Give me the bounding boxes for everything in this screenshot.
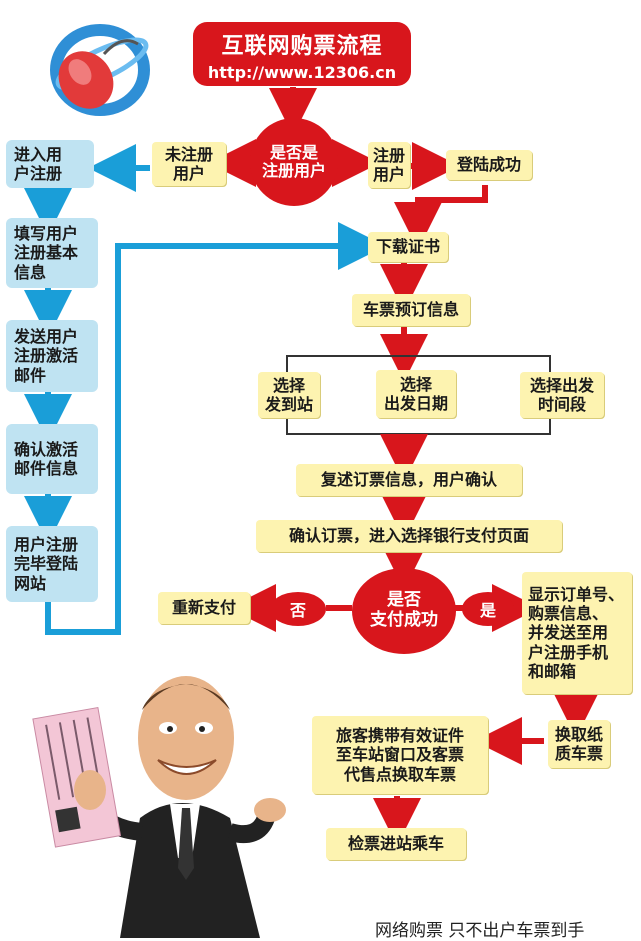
login-success-box: 登陆成功	[446, 150, 532, 180]
reg-step-confirm-email: 确认激活 邮件信息	[6, 424, 98, 494]
option-date: 选择 出发日期	[376, 370, 456, 418]
caption-text: 网络购票 只不出户车票到手	[375, 921, 585, 941]
title-main: 互联网购票流程	[221, 34, 383, 59]
reg-step-send-email: 发送用户 注册激活 邮件	[6, 320, 98, 392]
yes-label: 是	[462, 592, 514, 626]
booking-info-box: 车票预订信息	[352, 294, 470, 326]
option-station: 选择 发到站	[258, 372, 320, 418]
download-cert-box: 下载证书	[368, 232, 448, 262]
not-registered-label: 未注册 用户	[152, 142, 226, 186]
decision-registered: 是否是 注册用户	[250, 118, 338, 206]
option-time: 选择出发 时间段	[520, 372, 604, 418]
exchange-ticket-box: 换取纸 质车票	[548, 720, 610, 768]
no-label: 否	[270, 592, 326, 626]
reg-step-complete: 用户注册 完毕登陆 网站	[6, 526, 98, 602]
title-box: 互联网购票流程 http://www.12306.cn	[193, 22, 411, 86]
reg-step-fill-info: 填写用户 注册基本 信息	[6, 218, 98, 288]
bring-id-box: 旅客携带有效证件 至车站窗口及客票 代售点换取车票	[312, 716, 488, 794]
confirm-order-box: 确认订票，进入选择银行支付页面	[256, 520, 562, 552]
cartoon-man-illustration	[32, 676, 286, 938]
recap-box: 复述订票信息，用户确认	[296, 464, 522, 496]
show-order-box: 显示订单号、 购票信息、 并发送至用 户注册手机 和邮箱	[522, 572, 632, 694]
board-train-box: 检票进站乘车	[326, 828, 466, 860]
registered-label: 注册 用户	[368, 142, 410, 188]
reg-step-enter: 进入用 户注册	[6, 140, 94, 188]
decision-paid: 是否 支付成功	[352, 568, 456, 654]
title-url: http://www.12306.cn	[207, 63, 397, 82]
ie-mouse-logo	[50, 24, 150, 116]
repay-box: 重新支付	[158, 592, 250, 624]
